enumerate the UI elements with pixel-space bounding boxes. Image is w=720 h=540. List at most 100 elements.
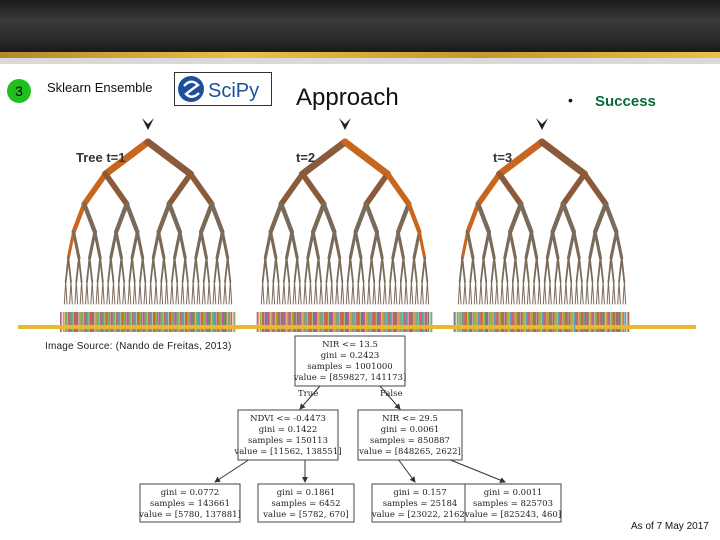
tree-branch — [226, 257, 232, 283]
tree-branch — [384, 281, 387, 305]
tree-leaf — [456, 312, 459, 332]
tree-branch — [209, 201, 225, 235]
tree-node-line: value = [825243, 460] — [464, 510, 561, 520]
bullet-marker: • — [568, 92, 573, 108]
tree-branch — [310, 201, 326, 235]
tree-leaf — [288, 312, 291, 332]
tree-branch — [285, 257, 291, 283]
tree-branch — [503, 230, 512, 260]
tree-leaf — [224, 312, 227, 332]
tree-leaf — [394, 312, 397, 332]
tree-node-line: samples = 150113 — [248, 436, 328, 446]
tree-leaf — [184, 312, 187, 332]
edge-right-rl — [397, 458, 416, 483]
edge-right-rr — [447, 458, 506, 483]
tree-input-arrow — [339, 118, 351, 130]
tree-branch — [592, 201, 608, 235]
tree-branch — [581, 281, 584, 305]
tree-branch — [199, 230, 208, 260]
tree-branch — [588, 257, 594, 283]
tree-leaf — [357, 312, 360, 332]
tree-leaf — [118, 312, 121, 332]
tree-branch — [475, 281, 478, 305]
tree-branch — [599, 257, 604, 283]
tree-leaf — [200, 312, 203, 332]
tree-branch — [567, 230, 576, 260]
tree-leaf — [362, 312, 365, 332]
tree-branch — [363, 281, 366, 305]
image-source-caption: Image Source: (Nando de Freitas, 2013) — [45, 341, 232, 352]
tree-leaf — [293, 312, 296, 332]
tree-branch — [128, 281, 132, 305]
tree-branch — [512, 281, 515, 305]
tree-branch — [554, 281, 558, 305]
tree-leaf — [291, 312, 294, 332]
tree-branch — [216, 257, 221, 283]
tree-branch — [160, 281, 164, 305]
tree-branch — [501, 281, 504, 305]
tree-leaf — [86, 312, 89, 332]
tree-leaf — [62, 312, 65, 332]
tree-node-box — [257, 483, 355, 523]
tree-branch — [384, 171, 412, 207]
tree-branch — [167, 201, 183, 235]
tree-leaf — [187, 312, 190, 332]
tree-branch — [482, 230, 491, 260]
tree-leaf — [490, 312, 493, 332]
tree-leaf — [181, 312, 184, 332]
tree-node-line: gini = 0.0061 — [381, 425, 440, 435]
tree-leaf — [621, 312, 624, 332]
tree-branch — [550, 201, 566, 235]
tree-leaf — [554, 312, 557, 332]
tree-leaf — [453, 312, 456, 332]
status-text: Success — [595, 93, 656, 110]
tree-branch — [203, 281, 206, 305]
tree-leaf — [99, 312, 102, 332]
header-gold-stripe — [0, 52, 720, 58]
tree-leaf — [559, 312, 562, 332]
tree-leaf — [570, 312, 573, 332]
tree-node-line: samples = 825703 — [473, 499, 553, 509]
tree-branch — [131, 257, 136, 283]
tree-leaf — [134, 312, 137, 332]
tree-leaf — [480, 312, 483, 332]
tree-leaf — [581, 312, 584, 332]
tree-leaf — [504, 312, 507, 332]
scipy-logo-text: SciPy — [208, 80, 259, 102]
tree-node-line: gini = 0.0772 — [161, 488, 220, 498]
tree-leaf — [474, 312, 477, 332]
tree-leaf — [73, 312, 76, 332]
tree-branch — [317, 257, 322, 283]
tree-branch — [528, 281, 531, 305]
tree-branch — [97, 281, 100, 305]
tree-branch — [546, 257, 551, 283]
tree-leaf — [144, 312, 147, 332]
tree-node-box — [371, 483, 469, 523]
tree-branch — [395, 201, 411, 235]
tree-leaf — [557, 312, 560, 332]
tree-branch — [508, 230, 517, 260]
tree-leaf — [128, 312, 131, 332]
tree-leaf — [168, 312, 171, 332]
tree-branch — [86, 281, 89, 305]
tree-leaf — [509, 312, 512, 332]
tree-leaf — [528, 312, 531, 332]
edge-left-ll — [214, 458, 251, 483]
tree-leaf — [341, 312, 344, 332]
tree-branch — [389, 281, 392, 305]
tree-branch — [475, 171, 503, 207]
tree-leaf — [525, 312, 528, 332]
tree-leaf — [112, 312, 115, 332]
tree-branch — [194, 230, 203, 260]
tree-branch — [155, 281, 158, 305]
tree-leaf — [155, 312, 158, 332]
tree-leaf — [565, 312, 568, 332]
tree-leaf — [461, 312, 464, 332]
divider-line-left — [18, 325, 574, 329]
tree-branch — [267, 281, 270, 305]
tree-leaf — [283, 312, 286, 332]
tree-leaf — [121, 312, 124, 332]
tree-leaf — [403, 312, 406, 332]
